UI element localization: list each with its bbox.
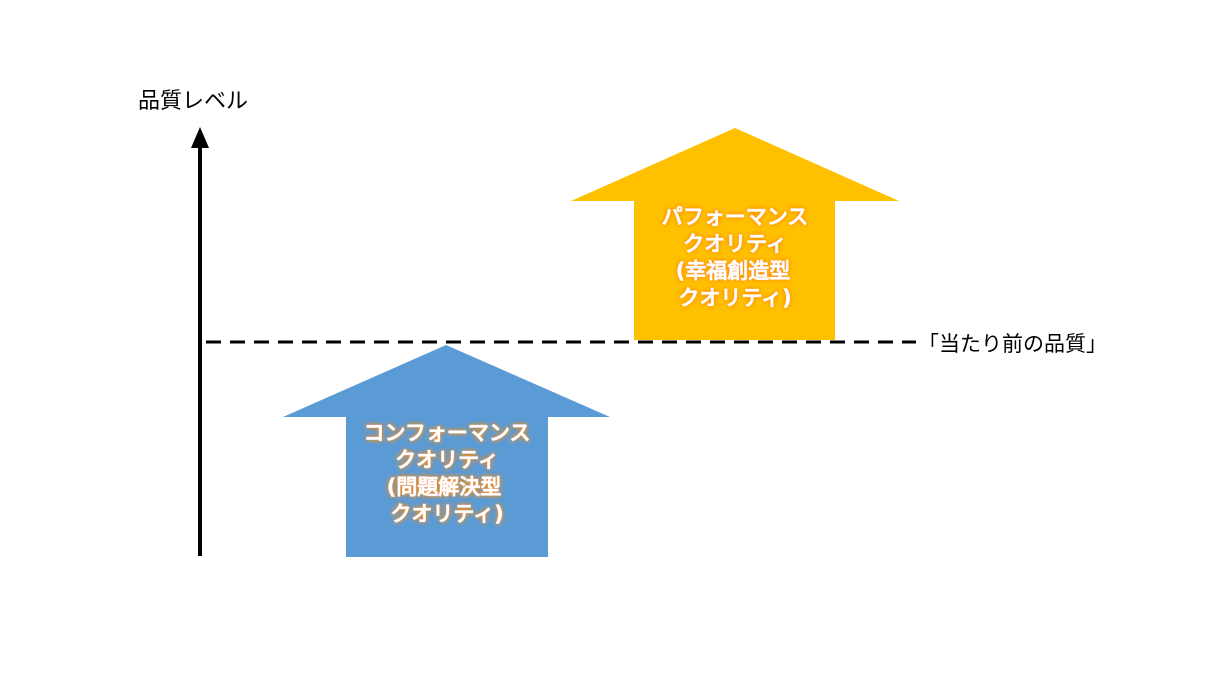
performance-arrow-text: パフォーマンス クオリティ (幸福創造型 クオリティ) (661, 205, 809, 311)
conformance-text-line: クオリティ (395, 448, 499, 472)
performance-text-line: (幸福創造型 (676, 259, 791, 283)
conformance-arrow-text: コンフォーマンス クオリティ (問題解決型 クオリティ) (363, 421, 531, 527)
conformance-text-line: クオリティ) (390, 502, 503, 526)
performance-text-line: クオリティ (683, 232, 787, 256)
baseline-label: 「当たり前の品質」 (918, 332, 1107, 356)
conformance-text-line: (問題解決型 (387, 475, 502, 499)
performance-quality-arrow (571, 128, 899, 340)
conformance-text-line: コンフォーマンス (364, 421, 531, 445)
axis-label: 品質レベル (138, 89, 248, 114)
performance-text-line: パフォーマンス (662, 205, 809, 229)
performance-text-line: クオリティ) (678, 286, 791, 310)
quality-axis-arrowhead (191, 127, 209, 148)
conformance-quality-arrow (283, 345, 610, 557)
